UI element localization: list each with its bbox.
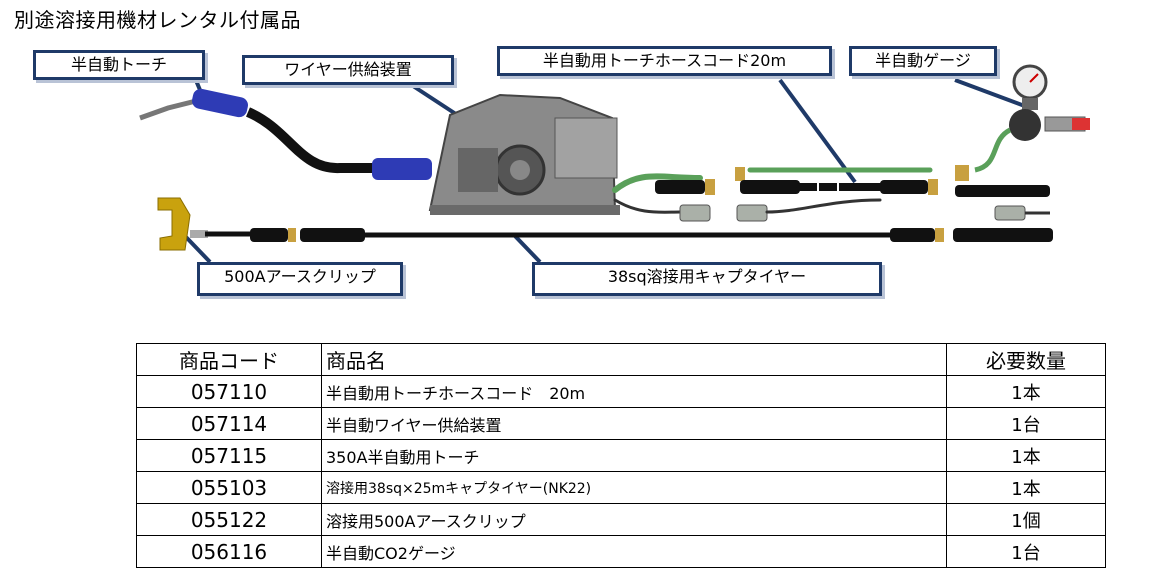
cell-code: 055103	[136, 471, 322, 504]
header-qty: 必要数量	[946, 343, 1106, 376]
cell-name: 350A半自動用トーチ	[321, 439, 947, 472]
callout-hose-cord: 半自動用トーチホースコード20m	[497, 46, 832, 76]
cell-qty: 1本	[946, 439, 1106, 472]
cell-name: 半自動ワイヤー供給装置	[321, 407, 947, 440]
co2-gauge-icon	[955, 64, 1090, 221]
cell-qty: 1台	[946, 535, 1106, 568]
callout-earth-clip: 500Aアースクリップ	[197, 262, 403, 296]
page-title: 別途溶接用機材レンタル付属品	[14, 8, 301, 32]
cell-code: 055122	[136, 503, 322, 536]
parts-table: 商品コード 商品名 必要数量 057110 半自動用トーチホースコード 20m …	[136, 343, 1106, 568]
callout-cabtire: 38sq溶接用キャプタイヤー	[532, 262, 882, 296]
cell-code: 057114	[136, 407, 322, 440]
table-header-row: 商品コード 商品名 必要数量	[136, 343, 1106, 376]
cell-name: 溶接用500Aアースクリップ	[321, 503, 947, 536]
table-row: 057114 半自動ワイヤー供給装置 1台	[136, 407, 1106, 440]
header-name: 商品名	[321, 343, 947, 376]
header-code: 商品コード	[136, 343, 322, 376]
callout-wire-feeder: ワイヤー供給装置	[242, 55, 454, 85]
wire-feeder-icon	[428, 93, 620, 215]
torch-icon	[139, 88, 432, 180]
cell-qty: 1本	[946, 471, 1106, 504]
cell-code: 057115	[136, 439, 322, 472]
table-row: 057115 350A半自動用トーチ 1本	[136, 439, 1106, 472]
cell-code: 057110	[136, 375, 322, 408]
cell-name: 半自動CO2ゲージ	[321, 535, 947, 568]
table-row: 057110 半自動用トーチホースコード 20m 1本	[136, 375, 1106, 408]
cell-code: 056116	[136, 535, 322, 568]
earth-clip-icon	[157, 197, 208, 251]
table-row: 055103 溶接用38sq×25mキャプタイヤー(NK22) 1本	[136, 471, 1106, 504]
callout-gauge: 半自動ゲージ	[849, 46, 997, 76]
table-row: 055122 溶接用500Aアースクリップ 1個	[136, 503, 1106, 536]
cell-name: 半自動用トーチホースコード 20m	[321, 375, 947, 408]
table-row: 056116 半自動CO2ゲージ 1台	[136, 535, 1106, 568]
cell-name: 溶接用38sq×25mキャプタイヤー(NK22)	[321, 471, 947, 504]
cell-qty: 1台	[946, 407, 1106, 440]
equipment-illustration	[139, 64, 1090, 264]
cabtire-cable-icon	[205, 228, 1053, 242]
cell-qty: 1個	[946, 503, 1106, 536]
hose-cord-icon	[612, 167, 938, 222]
cell-qty: 1本	[946, 375, 1106, 408]
leader-lines	[183, 77, 1031, 264]
callout-torch: 半自動トーチ	[33, 50, 205, 80]
